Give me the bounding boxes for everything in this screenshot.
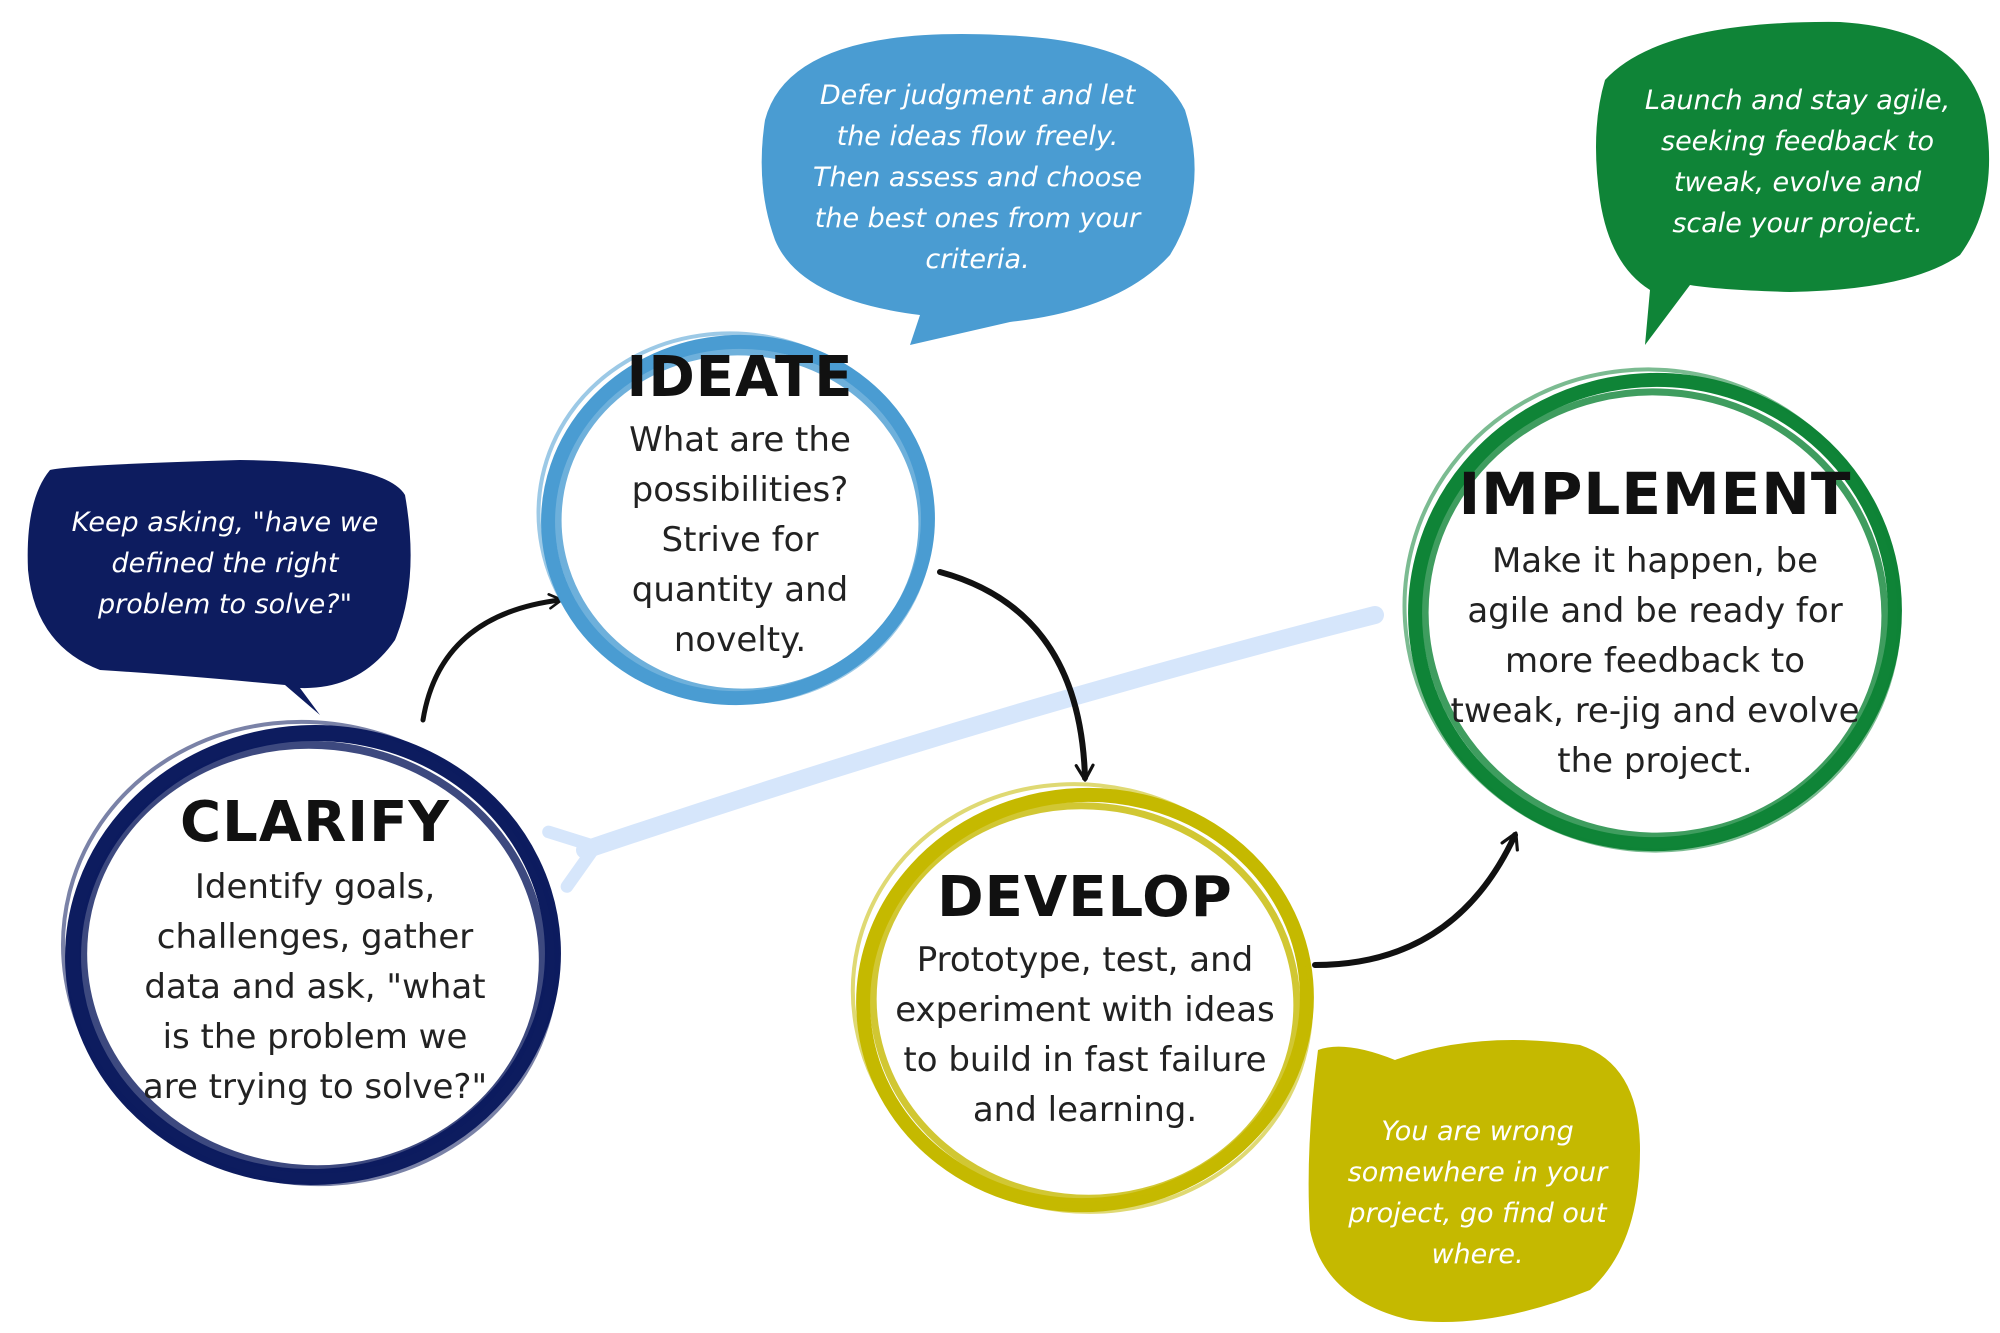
ideate-bubble-shape bbox=[761, 34, 1195, 346]
ideate-bubble-text: Defer judgment and let the ideas flow fr… bbox=[813, 80, 1142, 275]
develop-circle bbox=[850, 782, 1314, 1214]
clarify-title: CLARIFY bbox=[180, 790, 450, 855]
ideate-description: What are the possibilities? Strive for q… bbox=[629, 420, 851, 660]
ideate-circle bbox=[536, 331, 935, 706]
arrow-clarify-to-ideate bbox=[420, 593, 564, 723]
clarify-bubble-shape bbox=[27, 460, 411, 715]
implement-title: IMPLEMENT bbox=[1458, 460, 1852, 528]
arrow-develop-to-implement bbox=[1312, 831, 1519, 968]
implement-description: Make it happen, be agile and be ready fo… bbox=[1450, 541, 1860, 781]
develop-bubble-shape bbox=[1308, 1040, 1640, 1322]
clarify-circle bbox=[61, 719, 561, 1187]
develop-description: Prototype, test, and experiment with ide… bbox=[895, 940, 1275, 1130]
ideate-title: IDEATE bbox=[626, 345, 854, 410]
return-arrow-to-clarify bbox=[542, 606, 1384, 893]
arrow-ideate-to-develop bbox=[937, 569, 1095, 782]
develop-bubble-text: You are wrong somewhere in your project,… bbox=[1347, 1116, 1608, 1270]
develop-title: DEVELOP bbox=[937, 865, 1233, 930]
clarify-bubble-text: Keep asking, "have we defined the right … bbox=[71, 507, 379, 620]
clarify-description: Identify goals, challenges, gather data … bbox=[142, 867, 488, 1107]
implement-bubble-text: Launch and stay agile, seeking feedback … bbox=[1644, 85, 1951, 239]
implement-circle bbox=[1402, 367, 1902, 853]
implement-bubble-shape bbox=[1596, 21, 1990, 345]
